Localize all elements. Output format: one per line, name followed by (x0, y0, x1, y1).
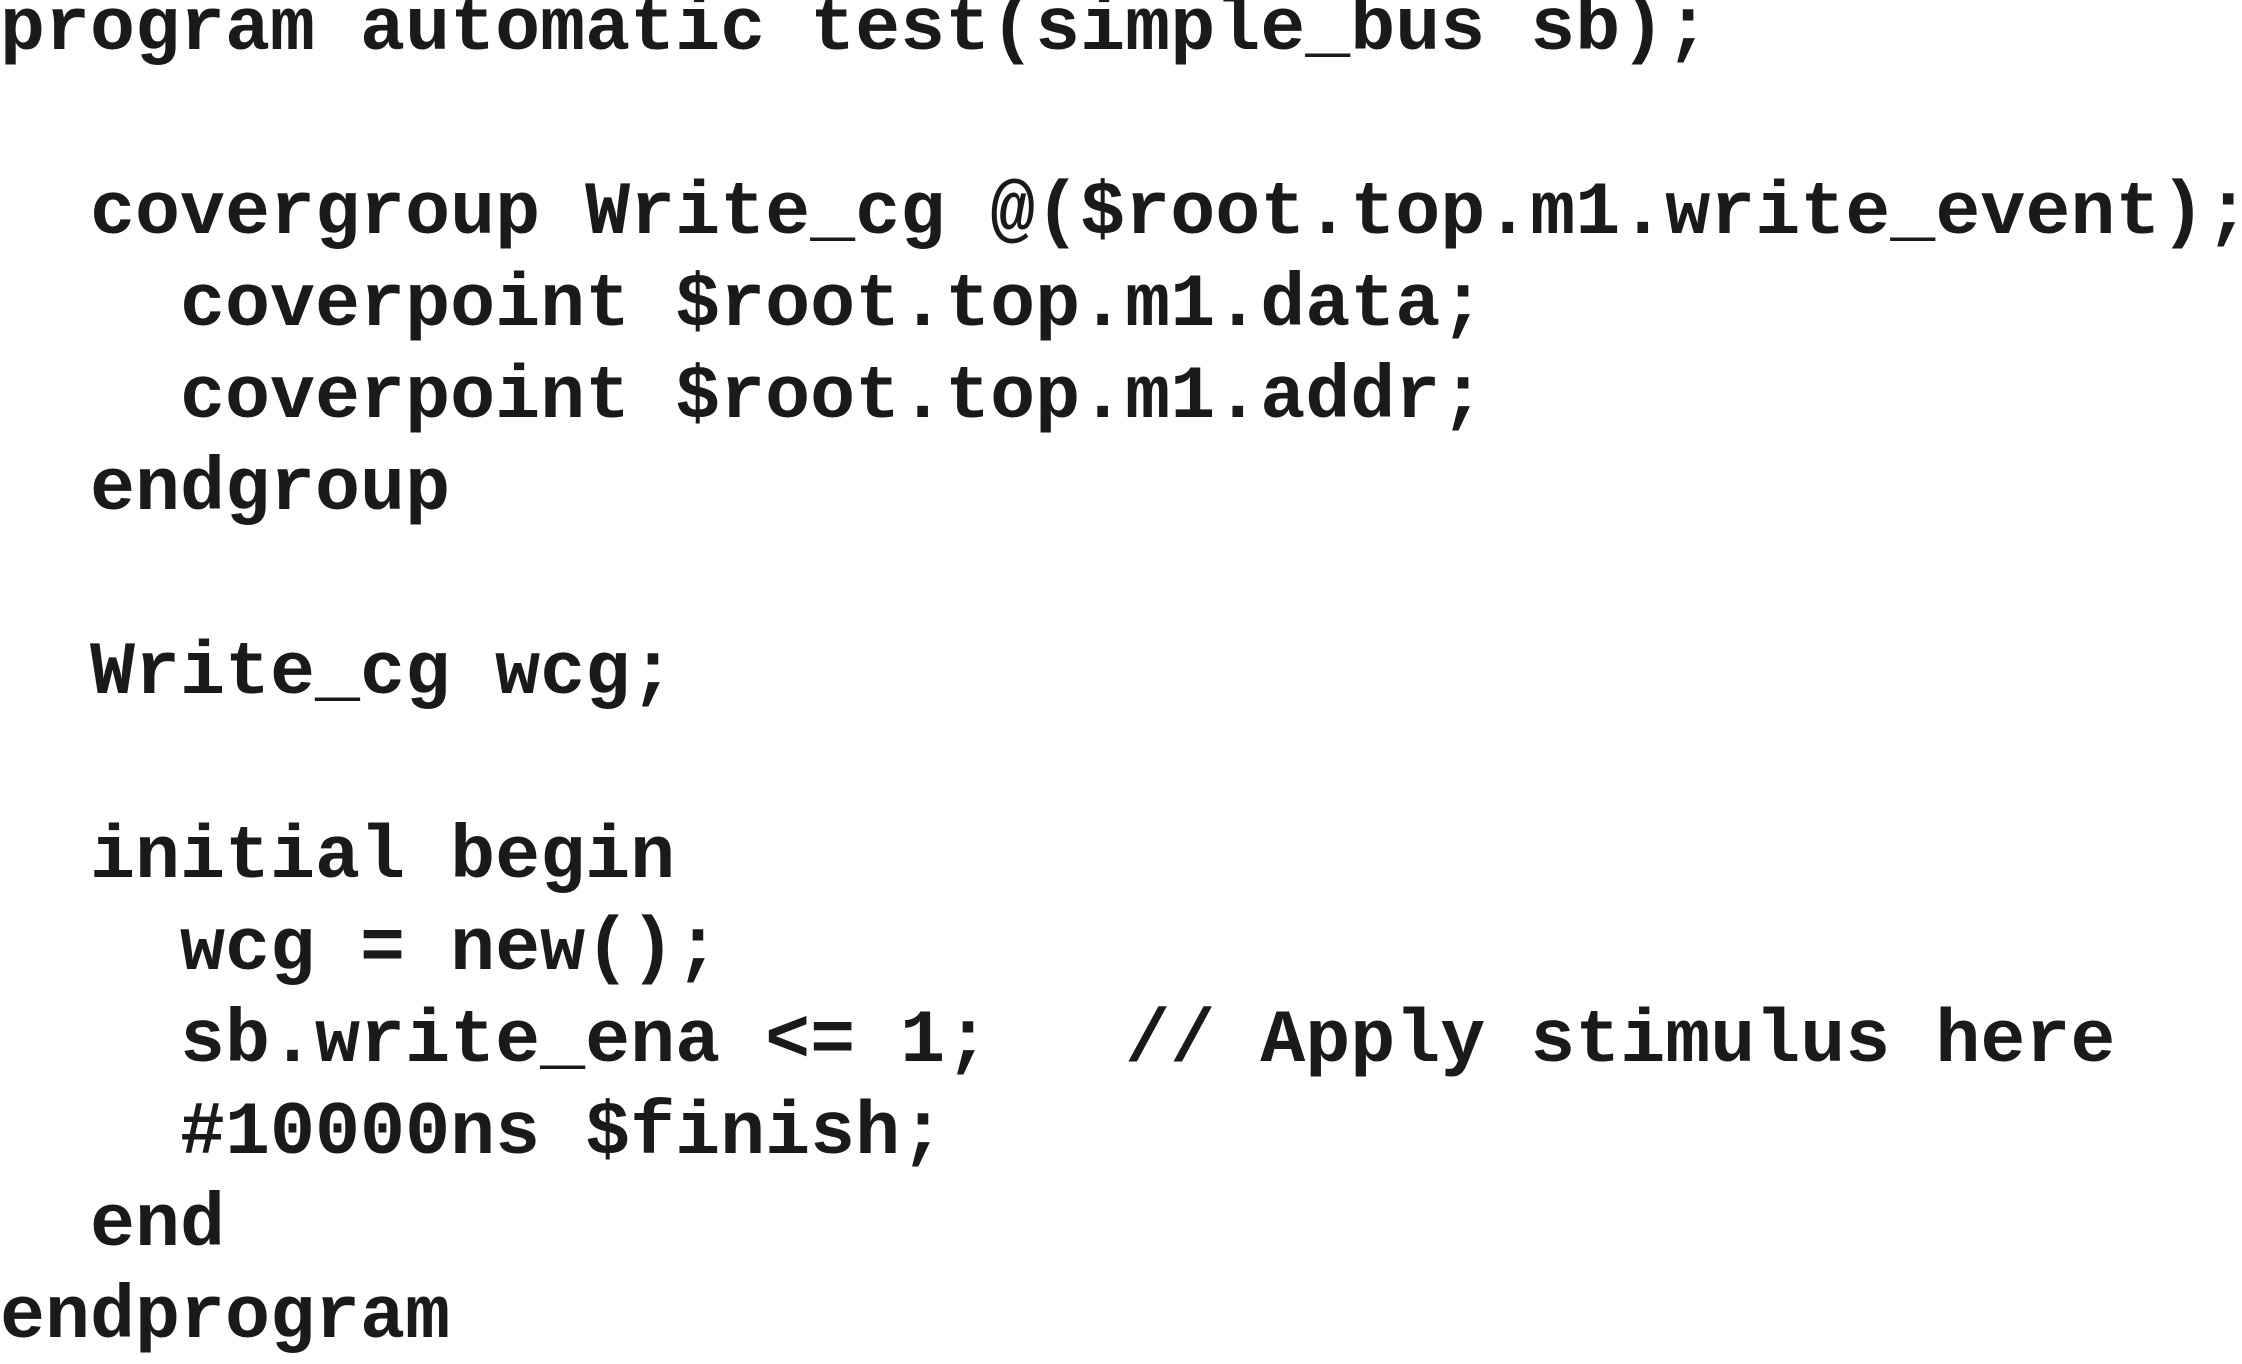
code-line-finish: #10000ns $finish; (0, 1091, 946, 1176)
code-line-coverpoint-addr: coverpoint $root.top.m1.addr; (0, 355, 1486, 440)
code-line-program: program automatic test(simple_bus sb); (0, 0, 1711, 72)
code-line-endgroup: endgroup (0, 447, 451, 532)
code-line-end: end (0, 1183, 226, 1268)
code-line-endprogram: endprogram (0, 1275, 451, 1360)
code-line-stimulus: sb.write_ena <= 1; // Apply stimulus her… (0, 999, 2116, 1084)
code-line-coverpoint-data: coverpoint $root.top.m1.data; (0, 263, 1486, 348)
code-line-new: wcg = new(); (0, 907, 721, 992)
code-line-covergroup: covergroup Write_cg @($root.top.m1.write… (0, 171, 2242, 256)
code-line-initial-begin: initial begin (0, 815, 676, 900)
code-line-declaration: Write_cg wcg; (0, 631, 676, 716)
